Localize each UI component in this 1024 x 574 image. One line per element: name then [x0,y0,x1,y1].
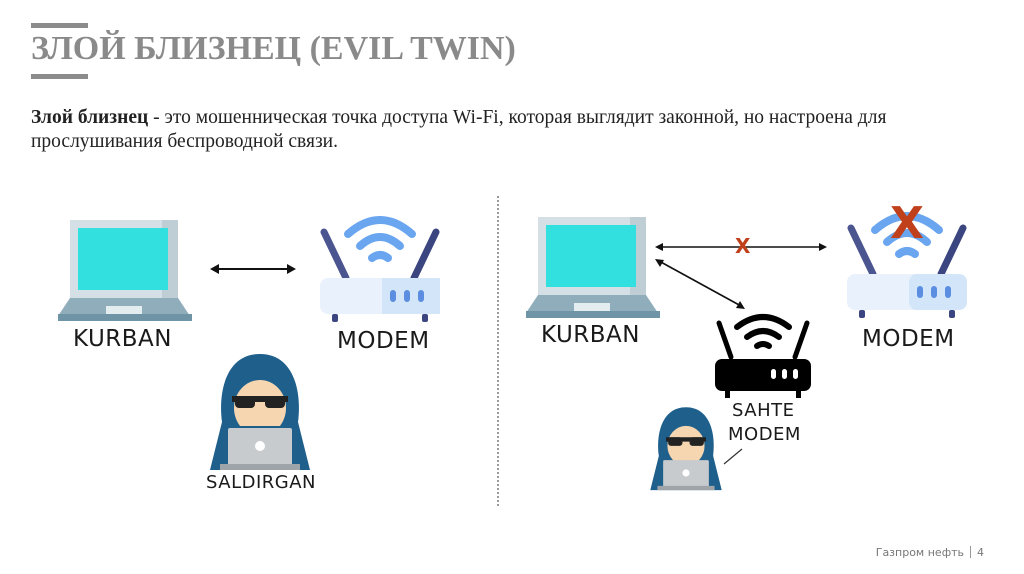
router-label: MODEM [862,326,955,352]
double-arrow [210,264,296,274]
router-icon [320,216,440,322]
blocked-connection-arrow [655,243,827,251]
footer-separator [970,546,971,558]
description-text: - это мошенническая точка доступа Wi-Fi,… [31,107,887,152]
hacker-icon [650,407,722,491]
pointer-line [723,448,743,465]
page-number: 4 [977,546,984,559]
footer: Газпром нефть 4 [876,546,984,559]
slide-title: ЗЛОЙ БЛИЗНЕЦ (EVIL TWIN) [31,30,516,67]
victim-label: KURBAN [73,326,172,352]
router-icon-blocked [847,212,967,318]
description-term: Злой близнец [31,107,149,128]
title-decor-top [31,23,88,28]
fake-router-label-line2: MODEM [728,424,801,445]
laptop-icon [526,217,660,318]
router-blocked-x-mark: X [890,198,924,249]
router-label: MODEM [337,328,430,354]
fake-router-label-line1: SAHTE [732,400,795,421]
attacker-label: SALDIRGAN [206,472,317,493]
footer-company: Газпром нефть [875,546,964,559]
victim-label: KURBAN [541,322,640,348]
diagram-divider [497,196,499,506]
fake-router-icon [715,314,811,398]
laptop-icon [58,220,192,321]
title-decor-bottom [31,74,88,79]
slide-description: Злой близнец - это мошенническая точка д… [31,106,1001,154]
fake-connection-arrow [655,259,745,309]
hacker-icon [210,354,310,470]
blocked-x-mark: X [735,234,751,258]
